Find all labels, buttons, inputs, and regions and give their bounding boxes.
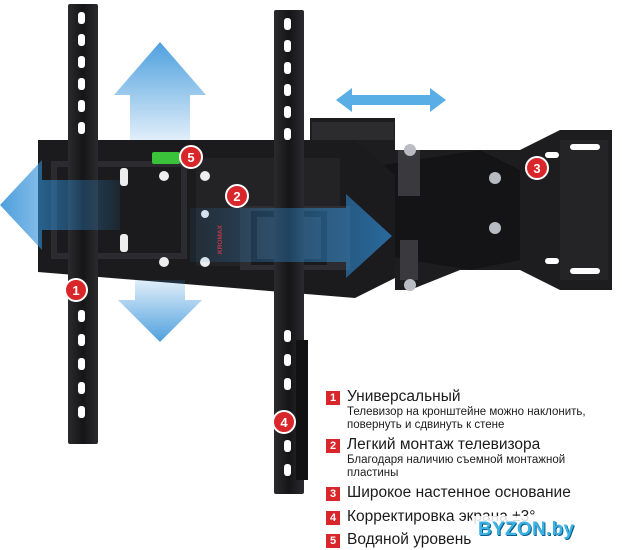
- watermark: BYZON.by: [472, 516, 618, 548]
- feature-description-line: повернуть и сдвинуть к стене: [347, 419, 505, 431]
- callout-marker-3: 3: [525, 156, 549, 180]
- water-level-vial: [152, 152, 180, 164]
- callout-marker-4: 4: [272, 410, 296, 434]
- feature-description-line: Благодаря наличию съемной монтажной: [347, 454, 566, 466]
- feature-title: Водяной уровень: [347, 531, 472, 548]
- feature-number: 3: [326, 487, 340, 501]
- feature-number: 1: [326, 391, 340, 405]
- motion-arrows: [0, 42, 446, 342]
- shift-double-arrow: [336, 88, 446, 112]
- feature-number: 5: [326, 534, 340, 548]
- feature-item-2: 2 Легкий монтаж телевизора Благодаря нал…: [326, 436, 565, 480]
- feature-title: Широкое настенное основание: [347, 484, 571, 501]
- feature-item-1: 1 Универсальный Телевизор на кронштейне …: [326, 388, 586, 432]
- feature-number: 2: [326, 439, 340, 453]
- callout-markers: 1 2 3 4 5: [64, 145, 549, 434]
- feature-description-line: пластины: [347, 467, 399, 479]
- svg-text:5: 5: [187, 150, 194, 165]
- feature-item-5: 5 Водяной уровень: [326, 531, 471, 549]
- watermark-text: BYZON.by: [478, 519, 575, 540]
- feature-item-3: 3 Широкое настенное основание: [326, 484, 571, 502]
- callout-marker-1: 1: [64, 278, 88, 302]
- tilt-up-arrow: [114, 42, 206, 140]
- callout-marker-5: 5: [179, 145, 203, 169]
- svg-text:4: 4: [280, 415, 288, 430]
- feature-description-line: Телевизор на кронштейне можно наклонить,: [347, 406, 586, 418]
- callout-marker-2: 2: [225, 184, 249, 208]
- feature-title: Легкий монтаж телевизора: [347, 436, 541, 453]
- swivel-left-arrow: [0, 160, 120, 250]
- feature-number: 4: [326, 511, 340, 525]
- swivel-right-arrow: [190, 194, 392, 278]
- svg-text:2: 2: [233, 189, 240, 204]
- feature-title: Универсальный: [347, 388, 461, 405]
- svg-text:1: 1: [72, 283, 79, 298]
- svg-text:3: 3: [533, 161, 540, 176]
- tilt-down-arrow: [118, 280, 202, 342]
